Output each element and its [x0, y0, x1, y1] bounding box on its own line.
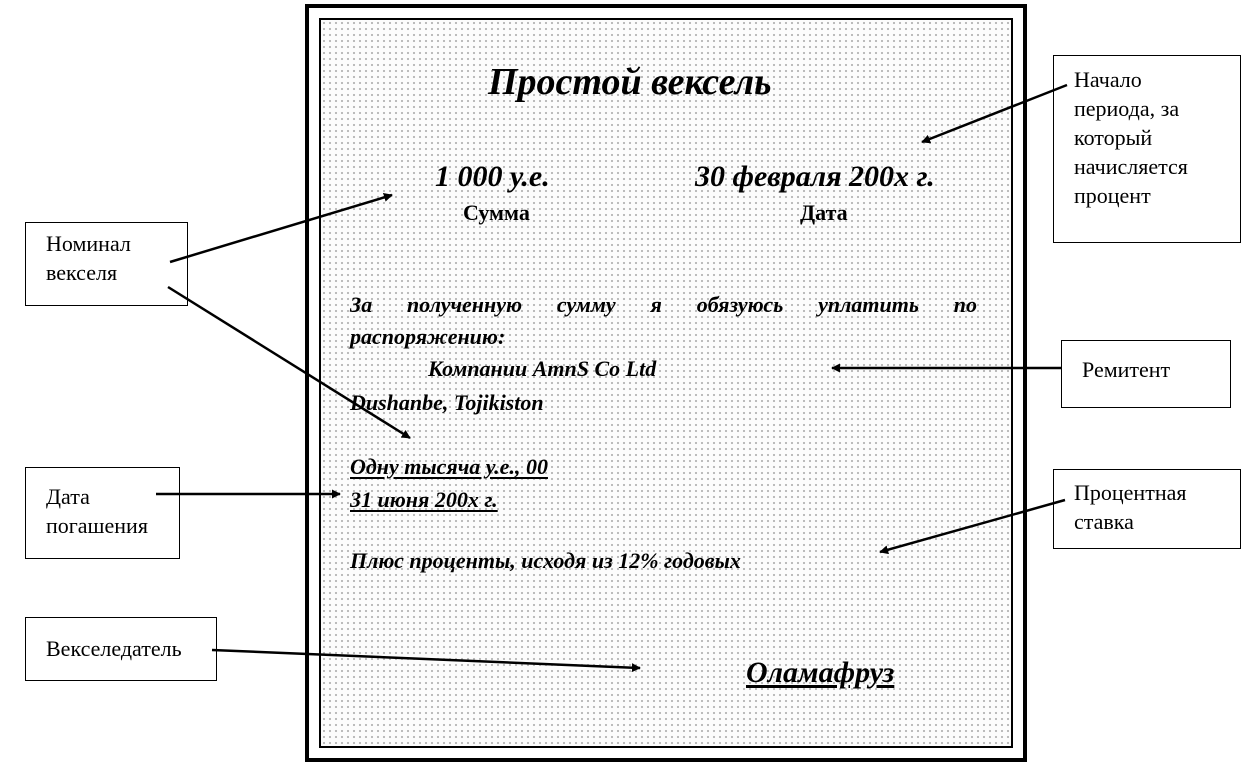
promissory-note-frame: [305, 4, 1027, 762]
note-drawer: Векселедатель: [25, 617, 217, 681]
arrow-period-to-date: [921, 83, 1068, 144]
note-period-line-2: периода, за: [1074, 96, 1180, 121]
note-nominal-line-2: векселя: [46, 260, 118, 285]
note-period-start: Начало периода, за который начисляется п…: [1053, 55, 1241, 243]
date-value: 30 февраля 200х г.: [695, 160, 935, 193]
note-drawer-label: Векселедатель: [46, 636, 182, 661]
due-date: 31 июня 200х г.: [350, 487, 498, 512]
note-interest-rate: Процентная ставка: [1053, 469, 1241, 549]
drawer-signature: Оламафруз: [746, 656, 895, 689]
amount-in-words: Одну тысяча у.е., 00: [350, 454, 548, 479]
note-rate-line-2: ставка: [1074, 509, 1134, 534]
arrow-nominal-to-words: [167, 285, 411, 440]
note-period-line-4: начисляется: [1074, 154, 1188, 179]
company-name: Компании AmnS Co Ltd: [428, 356, 657, 381]
note-period-line-1: Начало: [1074, 67, 1142, 92]
arrow-nominal-to-amount: [169, 193, 393, 264]
amount-caption: Сумма: [463, 200, 530, 225]
note-maturity: Дата погашения: [25, 467, 180, 559]
interest-line: Плюс проценты, исходя из 12% годовых: [350, 548, 741, 573]
date-caption: Дата: [800, 200, 848, 225]
note-period-line-3: который: [1074, 125, 1153, 150]
amount-value: 1 000 у.е.: [435, 160, 550, 193]
note-rate-line-1: Процентная: [1074, 480, 1187, 505]
document-title: Простой вексель: [488, 61, 772, 103]
note-period-line-5: процент: [1074, 183, 1151, 208]
note-maturity-line-1: Дата: [46, 484, 90, 509]
note-maturity-line-2: погашения: [46, 513, 148, 538]
promissory-note-body: [319, 18, 1013, 748]
arrow-rate-to-interest: [879, 498, 1066, 555]
note-nominal: Номинал векселя: [25, 222, 188, 306]
note-remitent: Ремитент: [1061, 340, 1231, 408]
note-remitent-label: Ремитент: [1082, 357, 1171, 382]
pledge-line-2: распоряжению:: [350, 324, 506, 349]
company-city: Dushanbe, Tojikiston: [350, 390, 544, 415]
note-nominal-line-1: Номинал: [46, 231, 131, 256]
arrow-drawer-to-signature: [211, 648, 641, 673]
pledge-line-1: За полученную сумму я обязуюсь уплатить …: [350, 292, 977, 317]
